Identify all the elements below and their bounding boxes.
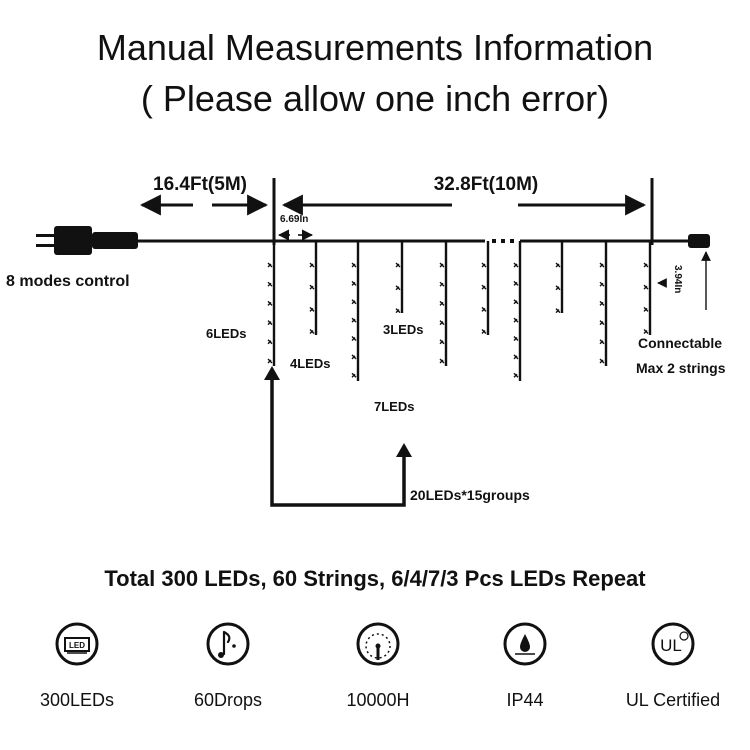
group-label-3: 3LEDs xyxy=(383,322,423,337)
led-bulb xyxy=(351,354,357,360)
led-bulb xyxy=(513,317,519,323)
gauge-icon xyxy=(356,622,400,666)
led-bulb xyxy=(599,281,605,287)
led-bulb xyxy=(599,262,605,268)
led-drops xyxy=(267,241,652,381)
led-bulb xyxy=(439,320,445,326)
led-bulb xyxy=(267,339,273,345)
led-bulb xyxy=(481,262,487,268)
group-label-7: 7LEDs xyxy=(374,399,414,414)
feature-label: UL Certified xyxy=(625,690,721,710)
led-bulb xyxy=(351,299,357,305)
led-bulb xyxy=(555,308,561,314)
led-bulb xyxy=(395,308,401,314)
page-subtitle: ( Please allow one inch error) xyxy=(140,78,610,119)
ellipsis xyxy=(492,239,514,243)
led-bulb xyxy=(643,306,649,312)
led-icon: LED xyxy=(55,622,99,666)
led-bulb xyxy=(555,262,561,268)
led-bulb xyxy=(309,284,315,290)
led-bulb xyxy=(351,372,357,378)
led-bulb xyxy=(513,372,519,378)
led-bulb xyxy=(267,281,273,287)
led-bulb xyxy=(599,339,605,345)
led-bulb xyxy=(309,262,315,268)
svg-text:LED: LED xyxy=(69,641,85,650)
led-bulb xyxy=(439,262,445,268)
led-bulb xyxy=(309,306,315,312)
led-bulb xyxy=(439,300,445,306)
led-bulb xyxy=(267,358,273,364)
led-bulb xyxy=(439,339,445,345)
feature-drops: 60Drops xyxy=(163,620,293,711)
led-bulb xyxy=(481,306,487,312)
led-bulb xyxy=(599,358,605,364)
led-bulb xyxy=(351,280,357,286)
waterproof-icon xyxy=(503,622,547,666)
led-bulb xyxy=(513,299,519,305)
feature-label: 60Drops xyxy=(193,690,263,710)
led-bulb xyxy=(395,262,401,268)
repeat-label: 20LEDs*15groups xyxy=(410,487,530,503)
led-bulb xyxy=(643,329,649,334)
drop-icon xyxy=(206,622,250,666)
feature-label: 10000H xyxy=(346,690,410,710)
feature-label: 300LEDs xyxy=(39,690,115,710)
led-bulb xyxy=(351,317,357,323)
led-bulb xyxy=(513,354,519,360)
led-bulb xyxy=(513,280,519,286)
feature-leds: LED 300LEDs xyxy=(12,620,142,711)
feature-label: IP44 xyxy=(506,690,544,710)
led-bulb xyxy=(643,284,649,290)
led-bulb xyxy=(513,262,519,268)
group-label-6: 6LEDs xyxy=(206,326,246,341)
string-length-label: 32.8Ft(10M) xyxy=(434,174,539,195)
led-bulb xyxy=(439,281,445,287)
feature-waterproof: IP44 xyxy=(460,620,590,711)
icicle-light-diagram: 16.4Ft(5M) 32.8Ft(10M) 6.69In 3.94In 8 m… xyxy=(6,174,726,507)
led-bulb xyxy=(643,262,649,268)
led-bulb xyxy=(439,358,445,364)
plug-icon xyxy=(36,226,138,255)
controller-label: 8 modes control xyxy=(6,273,130,290)
summary-text: Total 300 LEDs, 60 Strings, 6/4/7/3 Pcs … xyxy=(104,566,646,591)
ul-icon: UL xyxy=(651,622,695,666)
led-bulb xyxy=(395,285,401,291)
led-bulb xyxy=(599,320,605,326)
feature-ul: UL UL Certified xyxy=(608,620,738,711)
drop-gap-label: 3.94In xyxy=(672,265,683,293)
page-title: Manual Measurements Information xyxy=(96,27,654,68)
feature-row: LED 300LEDs 60Drops 10000H IP44 xyxy=(0,620,750,730)
led-bulb xyxy=(599,300,605,306)
end-connector xyxy=(688,234,710,248)
led-bulb xyxy=(513,335,519,341)
led-bulb xyxy=(555,285,561,291)
drop-spacing-label: 6.69In xyxy=(280,214,308,225)
lead-length-label: 16.4Ft(5M) xyxy=(153,174,247,195)
feature-hours: 10000H xyxy=(313,620,443,711)
led-bulb xyxy=(481,284,487,290)
repeat-bracket xyxy=(264,366,412,507)
group-label-4: 4LEDs xyxy=(290,356,330,371)
led-bulb xyxy=(309,329,315,334)
led-bulb xyxy=(267,262,273,268)
led-bulb xyxy=(351,335,357,341)
connect-label-line2: Max 2 strings xyxy=(636,360,726,376)
led-bulb xyxy=(267,320,273,326)
connect-label-line1: Connectable xyxy=(638,335,722,351)
led-bulb xyxy=(267,300,273,306)
svg-text:UL: UL xyxy=(660,636,682,655)
led-bulb xyxy=(481,329,487,334)
led-bulb xyxy=(351,262,357,268)
